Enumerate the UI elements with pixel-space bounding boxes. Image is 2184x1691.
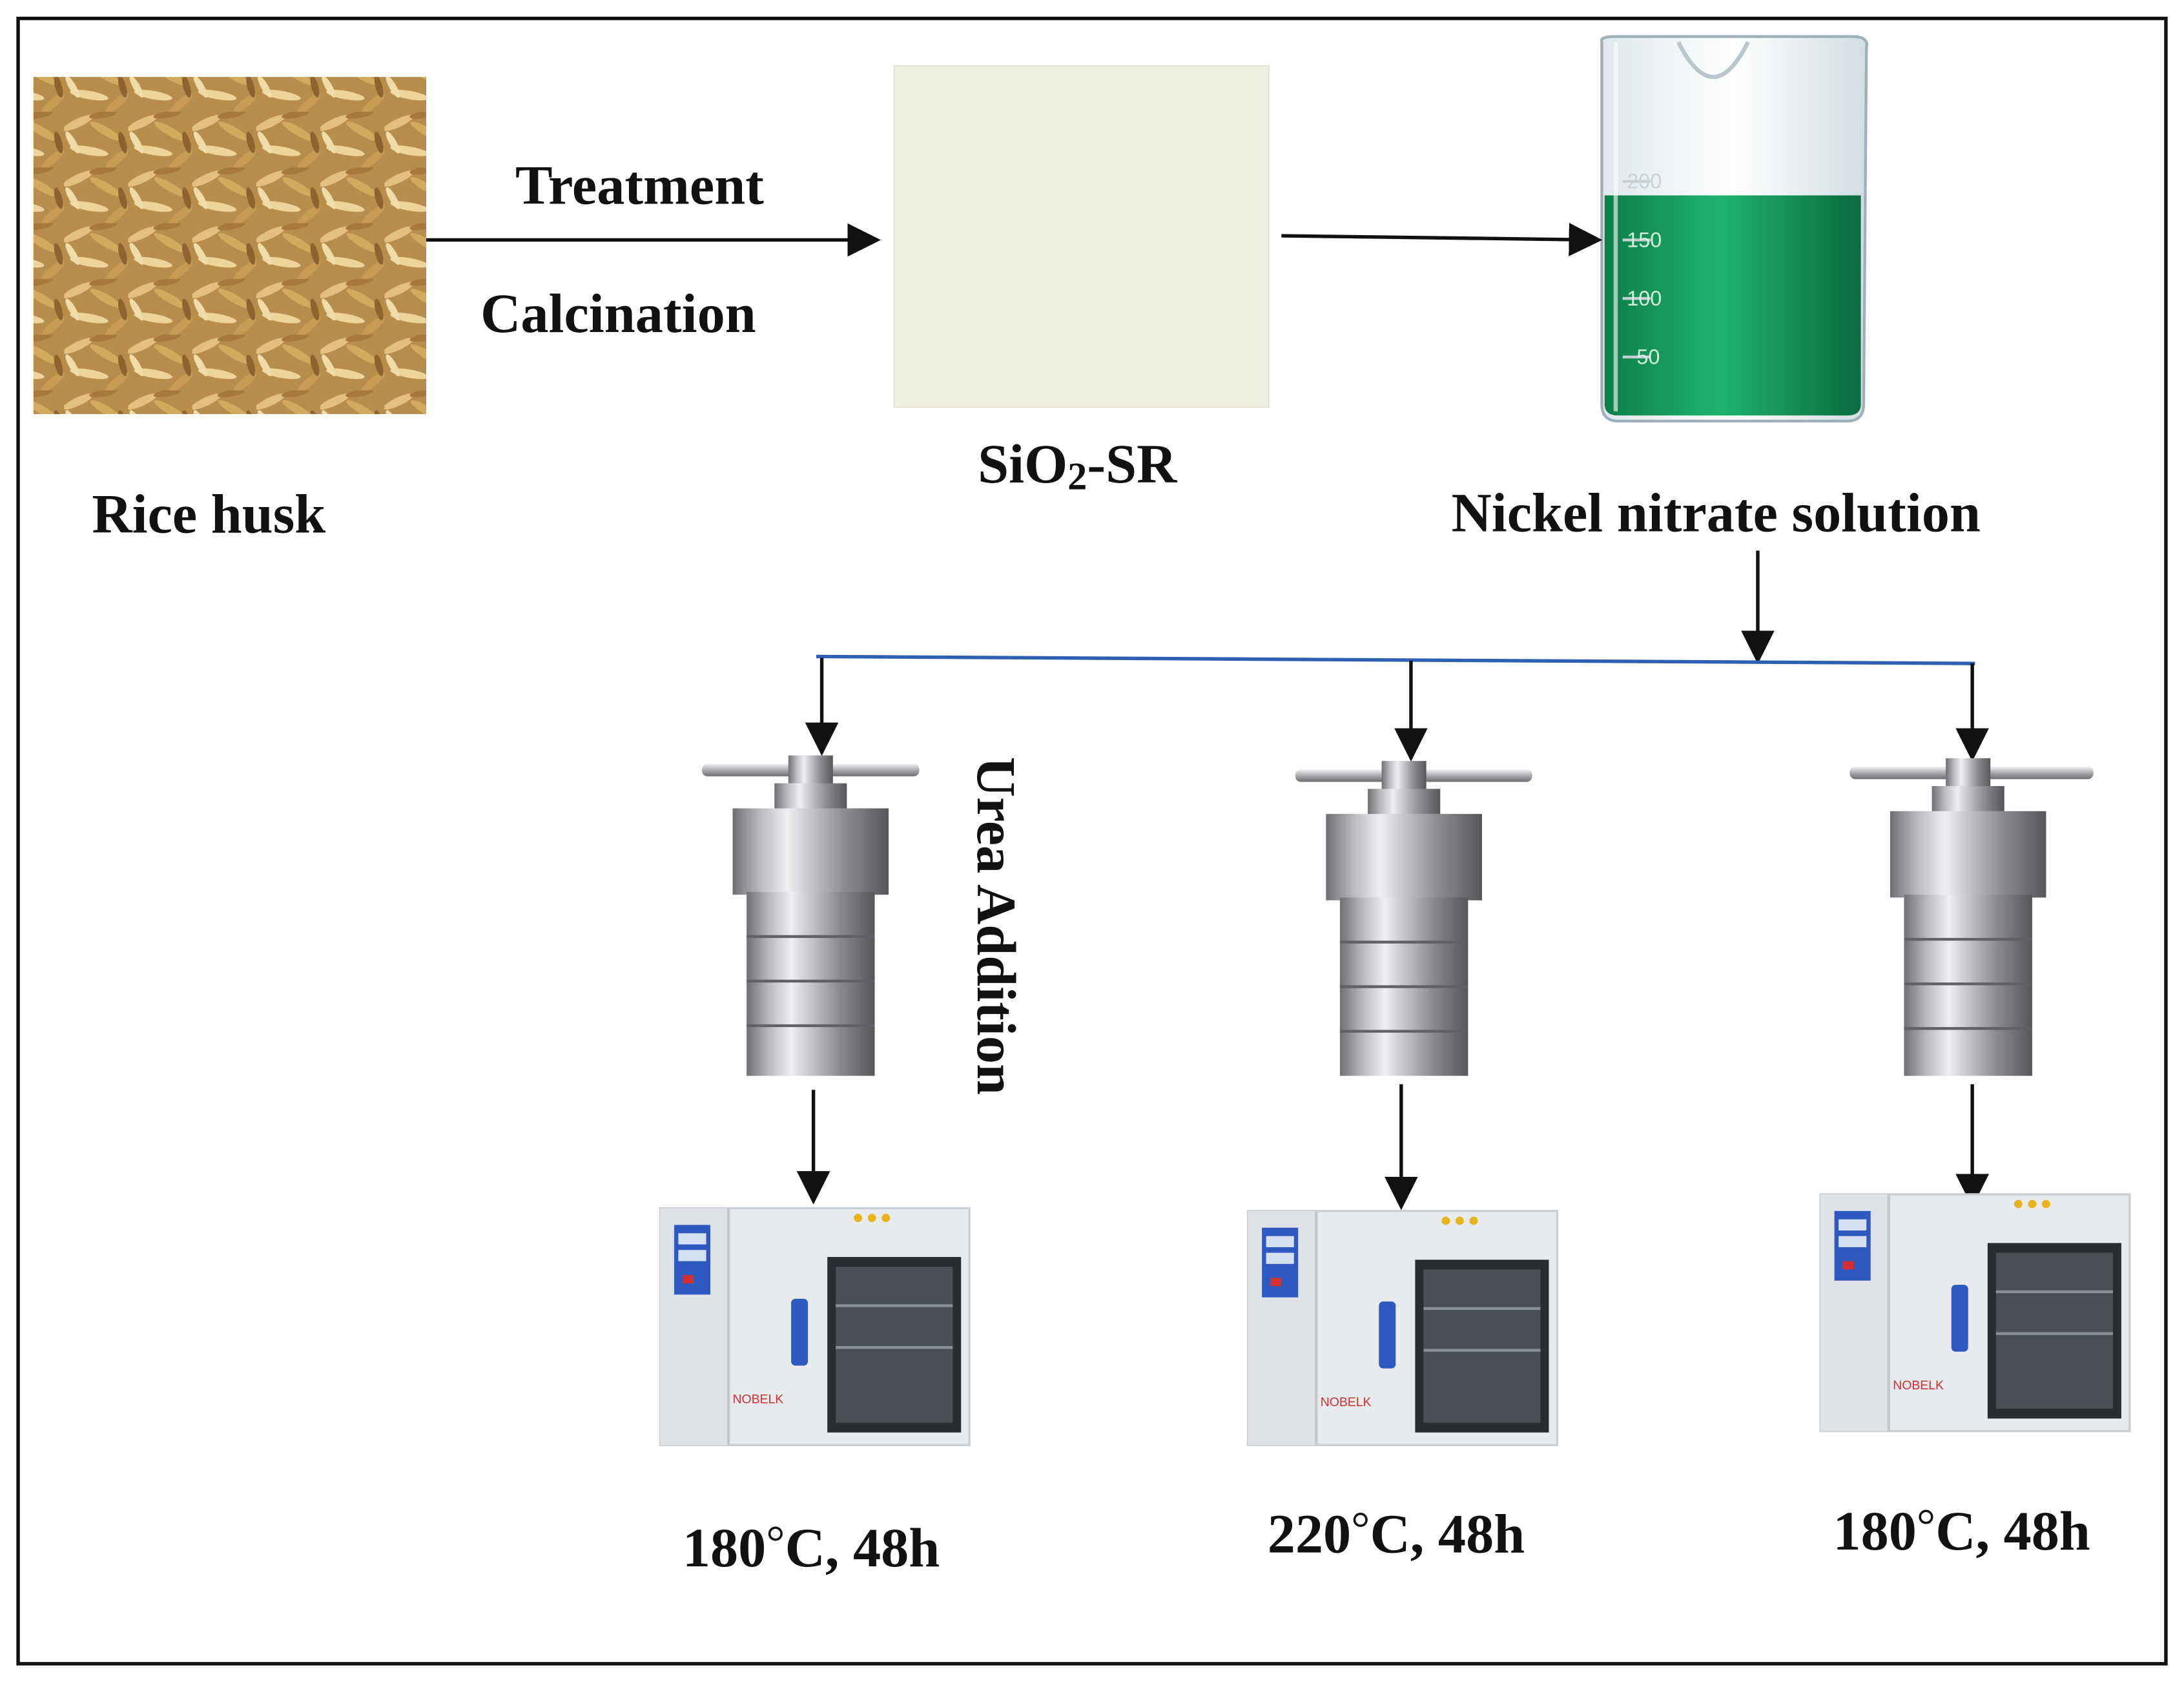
oven-3: NOBELK (1819, 1193, 2131, 1433)
oven-2-brand: NOBELK (1321, 1395, 1372, 1409)
condition-3-temp: 180 (1833, 1500, 1916, 1562)
autoclave-1 (702, 755, 920, 1076)
oven-1: NOBELK (659, 1207, 971, 1446)
sio2-prefix: SiO (978, 433, 1067, 495)
urea-addition-label: Urea Addition (965, 757, 1027, 1095)
beaker-mark-100: 100 (1627, 287, 1662, 310)
condition-1-rest: C, 48h (785, 1517, 940, 1579)
rice-husk-label: Rice husk (92, 482, 325, 545)
beaker-mark-200: 200 (1627, 170, 1662, 193)
beaker-image: 200 150 100 50 (1600, 35, 1868, 423)
condition-3-rest: C, 48h (1935, 1500, 2090, 1562)
oven-3-brand: NOBELK (1893, 1378, 1944, 1393)
nickel-solution-label: Nickel nitrate solution (1451, 481, 1980, 543)
arrow-silica-to-beaker (1281, 222, 1603, 256)
condition-label-3: 180°C, 48h (1833, 1499, 2090, 1562)
sio2-subscript: 2 (1067, 455, 1087, 499)
oven-1-brand: NOBELK (733, 1392, 784, 1406)
outer-frame (16, 16, 2168, 1666)
beaker-mark-150: 150 (1627, 228, 1662, 251)
condition-1-temp: 180 (683, 1517, 766, 1579)
condition-3-degree: ° (1917, 1499, 1935, 1551)
treatment-label: Treatment (515, 154, 764, 216)
rice-husk-image (33, 77, 427, 415)
oven-2: NOBELK (1246, 1210, 1559, 1446)
beaker-mark-50: 50 (1636, 345, 1660, 368)
autoclave-3 (1849, 758, 2094, 1076)
branch-line (816, 654, 1975, 665)
condition-2-rest: C, 48h (1370, 1502, 1525, 1564)
silica-powder-image (893, 65, 1270, 408)
condition-1-degree: ° (766, 1516, 785, 1568)
sio2-sr-label: SiO2-SR (978, 433, 1178, 499)
condition-2-degree: ° (1351, 1502, 1370, 1554)
condition-2-temp: 220 (1268, 1502, 1351, 1564)
autoclave-2 (1295, 761, 1532, 1076)
sio2-suffix: -SR (1087, 433, 1178, 495)
condition-label-1: 180°C, 48h (683, 1516, 940, 1579)
calcination-label: Calcination (480, 282, 756, 344)
condition-label-2: 220°C, 48h (1268, 1502, 1525, 1564)
